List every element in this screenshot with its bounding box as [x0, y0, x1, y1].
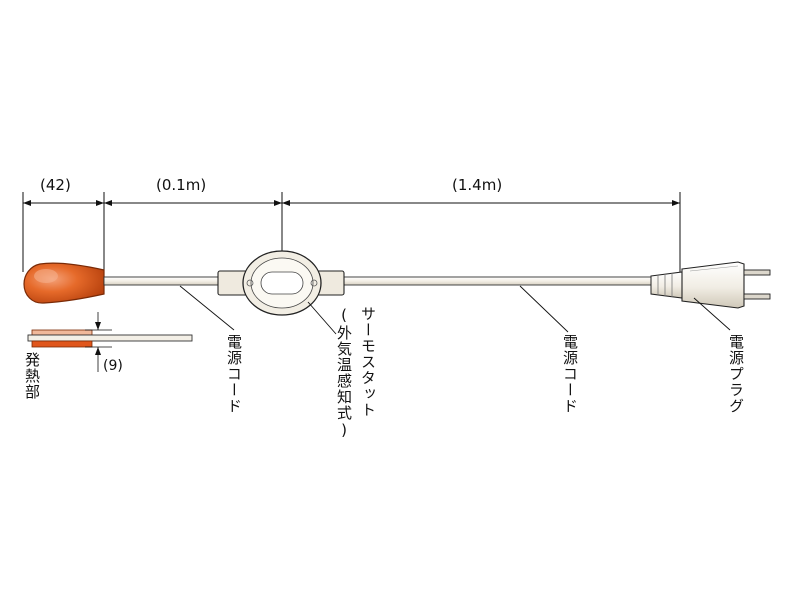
dim-heater-length: (42): [40, 176, 71, 194]
label-power-plug: 電源プラグ: [727, 334, 745, 414]
leader-power-plug: [693, 297, 731, 331]
label-thermostat-line2: (外気温感知式): [335, 306, 353, 440]
dimension-lines: [22, 192, 681, 280]
leader-power-cord-1: [179, 285, 235, 331]
leader-lines: [179, 285, 731, 335]
heating-element: [23, 262, 105, 304]
label-power-cord-2: 電源コード: [561, 334, 579, 414]
label-power-cord-1: 電源コード: [225, 334, 243, 414]
leader-thermostat: [307, 301, 337, 335]
thermostat: [217, 250, 345, 316]
leader-power-cord-2: [519, 285, 569, 333]
label-thermostat-line1: サーモスタット: [359, 306, 377, 418]
power-plug: [650, 261, 771, 309]
dim-cord-to-thermostat: (0.1m): [156, 176, 207, 194]
label-heating-part: 発熱部: [23, 352, 41, 400]
dim-cord-to-plug: (1.4m): [452, 176, 503, 194]
dim-heater-thickness: (9): [103, 358, 123, 374]
power-cord: [103, 276, 655, 286]
arrowheads: [23, 200, 680, 206]
heater-side-view: [27, 312, 193, 372]
